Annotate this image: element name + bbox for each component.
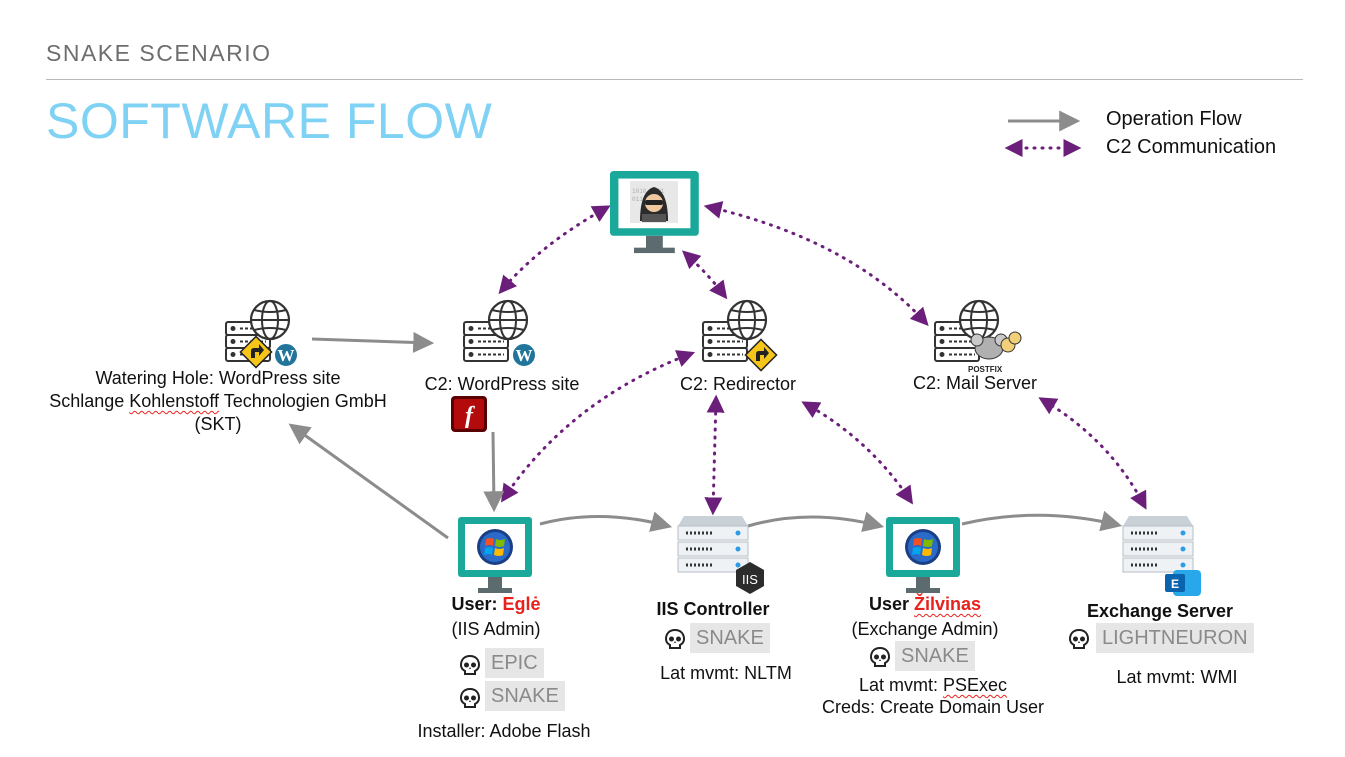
- svg-text:f: f: [465, 403, 475, 429]
- tool-snake-iis: SNAKE: [690, 623, 770, 653]
- c2-arrows: [498, 201, 1147, 516]
- exchange-lat-movement: Lat mvmt: WMI: [1116, 667, 1238, 687]
- tool-epic: EPIC: [485, 648, 544, 678]
- user-zilvinas-computer: [886, 517, 960, 593]
- c2-mail-server-icon: [933, 299, 1022, 363]
- tool-lightneuron: LIGHTNEURON: [1096, 623, 1254, 653]
- c2-wordpress-label: C2: WordPress site: [424, 374, 580, 394]
- postfix-label: POSTFIX: [968, 365, 1003, 374]
- user-egle-title: User: Eglė: [451, 594, 541, 614]
- operation-arrows: [288, 331, 1123, 540]
- op-wordpress-to-egle: [483, 431, 505, 513]
- c2-zilvinas-redirector: [801, 401, 913, 505]
- c2-attacker-wordpress: [498, 205, 611, 295]
- zilvinas-creds: Creds: Create Domain User: [821, 697, 1045, 717]
- c2-wordpress-server-icon: [462, 299, 537, 368]
- exchange-logo-icon: E: [1165, 570, 1201, 596]
- c2-iis-redirector: [704, 394, 725, 516]
- skull-icon: [460, 688, 480, 708]
- iis-controller-server: IIS: [676, 514, 764, 594]
- skull-icon: [870, 647, 890, 667]
- postfix-mouse-icon: [970, 331, 1022, 360]
- zilvinas-lat-movement: Lat mvmt: PSExec: [858, 675, 1008, 695]
- slide-title: SOFTWARE FLOW: [46, 93, 493, 149]
- user-egle-computer: [458, 517, 532, 593]
- exchange-server: E: [1121, 514, 1201, 596]
- iis-controller-title: IIS Controller: [656, 599, 770, 619]
- user-egle-role: (IIS Admin): [451, 619, 541, 639]
- c2-redirector-label: C2: Redirector: [679, 374, 797, 394]
- op-iis-to-zilvinas: [747, 511, 885, 532]
- slide-subtitle: SNAKE SCENARIO: [46, 40, 272, 66]
- tool-snake-zilvinas: SNAKE: [895, 641, 975, 671]
- skull-icon: [665, 629, 685, 649]
- iis-lat-movement: Lat mvmt: NLTM: [660, 663, 792, 683]
- tool-snake-egle: SNAKE: [485, 681, 565, 711]
- divider: [46, 79, 1303, 80]
- op-egle-to-watering: [288, 423, 449, 540]
- c2-mail-server-label: C2: Mail Server: [912, 373, 1038, 393]
- svg-text:E: E: [1171, 577, 1179, 591]
- op-egle-to-iis: [539, 511, 673, 532]
- adobe-flash-icon: f: [451, 396, 487, 432]
- user-zilvinas-role: (Exchange Admin): [851, 619, 999, 639]
- skull-icon: [1069, 629, 1089, 649]
- user-zilvinas-title: User Žilvinas: [868, 594, 982, 614]
- op-watering-to-wordpress: [311, 331, 435, 353]
- watering-hole-server-icon: [224, 299, 299, 369]
- iis-badge-icon: IIS: [736, 562, 764, 594]
- svg-text:IIS: IIS: [742, 572, 758, 587]
- legend-operation-flow: Operation Flow: [1106, 108, 1242, 130]
- skull-icon: [460, 655, 480, 675]
- c2-attacker-redirector: [682, 250, 728, 300]
- exchange-server-title: Exchange Server: [1086, 601, 1234, 621]
- watering-hole-label: Watering Hole: WordPress site Schlange K…: [49, 368, 387, 434]
- c2-egle-redirector: [500, 350, 696, 503]
- installer-label: Installer: Adobe Flash: [417, 721, 591, 741]
- op-zilvinas-to-exchange: [961, 510, 1123, 532]
- c2-exchange-mail: [1038, 397, 1147, 510]
- legend-c2-communication: C2 Communication: [1106, 136, 1277, 158]
- c2-redirector-server-icon: [701, 299, 778, 372]
